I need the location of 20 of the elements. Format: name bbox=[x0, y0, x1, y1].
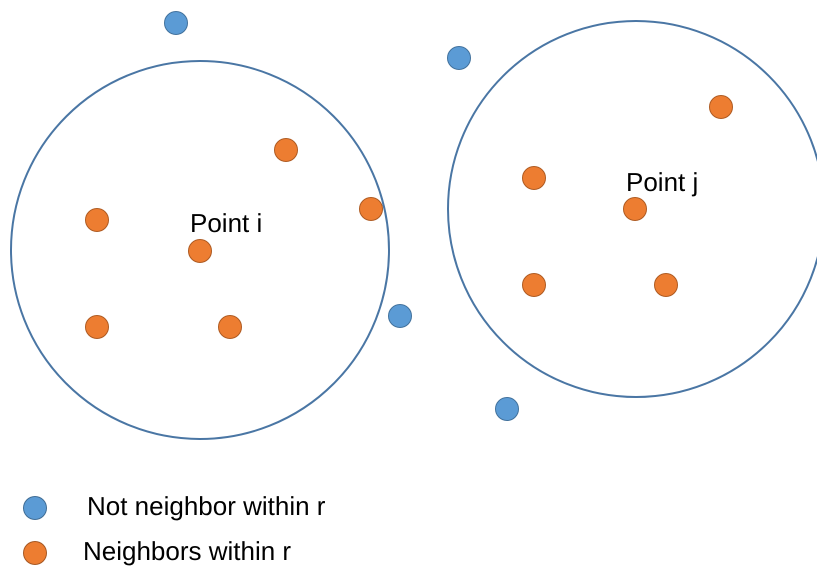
data-point-dot bbox=[218, 315, 242, 339]
data-point-dot bbox=[654, 273, 678, 297]
data-point-dot bbox=[85, 208, 109, 232]
data-point-dot bbox=[359, 197, 383, 221]
point-label: Point i bbox=[190, 208, 262, 238]
data-point-dot bbox=[85, 315, 109, 339]
data-point-dot bbox=[522, 166, 546, 190]
data-point-dot bbox=[188, 239, 212, 263]
legend-label: Not neighbor within r bbox=[87, 491, 326, 521]
neighborhood-circle bbox=[447, 20, 817, 398]
data-point-dot bbox=[274, 138, 298, 162]
point-label: Point j bbox=[626, 167, 698, 197]
data-point-dot bbox=[522, 273, 546, 297]
data-point-dot bbox=[388, 304, 412, 328]
data-point-dot bbox=[164, 11, 188, 35]
data-point-dot bbox=[495, 397, 519, 421]
data-point-dot bbox=[623, 197, 647, 221]
neighborhood-circle bbox=[10, 60, 390, 440]
data-point-dot bbox=[709, 95, 733, 119]
legend-label: Neighbors within r bbox=[83, 536, 292, 566]
